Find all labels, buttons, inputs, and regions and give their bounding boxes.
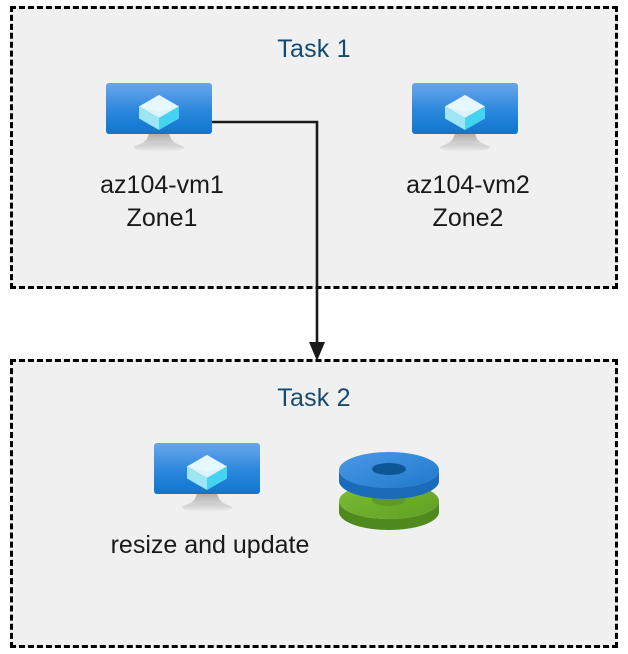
managed-disks-icon: [334, 444, 444, 535]
node-vm3[interactable]: resize and update: [110, 442, 310, 562]
node-vm1-label-line1: az104-vm1: [100, 171, 224, 199]
group-title-task1: Task 1: [277, 35, 351, 63]
virtual-machine-icon: [368, 82, 568, 161]
node-vm3-label: resize and update: [110, 529, 310, 562]
node-vm2-label-line2: Zone2: [432, 204, 504, 232]
node-disks[interactable]: [334, 444, 444, 530]
node-vm1-label-line2: Zone1: [126, 204, 198, 232]
group-box-task2[interactable]: Task 2: [10, 359, 618, 648]
virtual-machine-icon: [110, 442, 310, 521]
node-vm2-label-line1: az104-vm2: [406, 171, 530, 199]
node-vm3-label-line1: resize and update: [110, 531, 310, 559]
group-title-task2: Task 2: [277, 384, 351, 412]
virtual-machine-icon: [62, 82, 262, 161]
